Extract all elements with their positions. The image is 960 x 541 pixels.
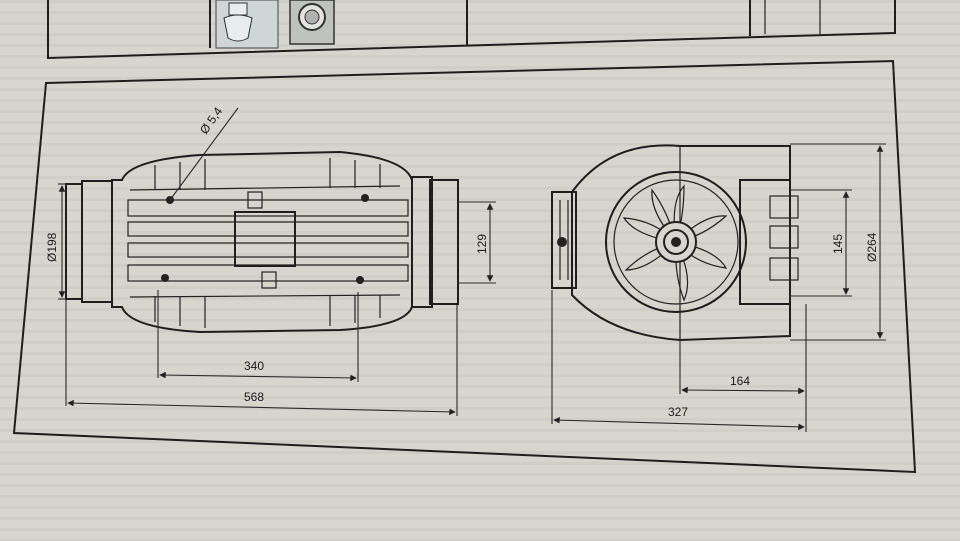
fan-ring-inner xyxy=(613,179,739,305)
side-view: Ø 5,4 Ø198 129 340 568 xyxy=(45,104,496,416)
side-height-label: 129 xyxy=(475,234,489,254)
dimension-568: 568 xyxy=(65,300,458,416)
drawing-frame xyxy=(12,59,917,474)
dimension-164: 164 xyxy=(679,304,807,396)
front-housing xyxy=(571,144,791,342)
front-height-label: 145 xyxy=(831,234,845,254)
side-diameter-label: Ø198 xyxy=(45,232,59,262)
dimension-198: Ø198 xyxy=(45,183,72,300)
toilet-icon xyxy=(215,0,279,49)
fan-housing xyxy=(111,150,413,334)
overall-width-label: 327 xyxy=(668,405,688,419)
dimension-145: 145 xyxy=(790,189,852,297)
front-view: 145 Ø264 164 327 xyxy=(551,143,886,432)
hole-leader xyxy=(169,107,239,201)
offset-label: 164 xyxy=(730,374,750,388)
dimension-340: 340 xyxy=(157,290,359,382)
washing-machine-icon xyxy=(289,0,335,45)
front-diameter-label: Ø264 xyxy=(865,232,879,262)
fan-ring-outer xyxy=(605,171,747,313)
top-panel xyxy=(47,0,896,60)
dimension-327: 327 xyxy=(551,290,807,432)
overall-length-label: 568 xyxy=(244,390,264,404)
mount-spacing-label: 340 xyxy=(244,359,264,373)
dimension-129: 129 xyxy=(458,201,496,284)
junction-box xyxy=(551,191,577,289)
right-duct-end xyxy=(429,179,459,305)
